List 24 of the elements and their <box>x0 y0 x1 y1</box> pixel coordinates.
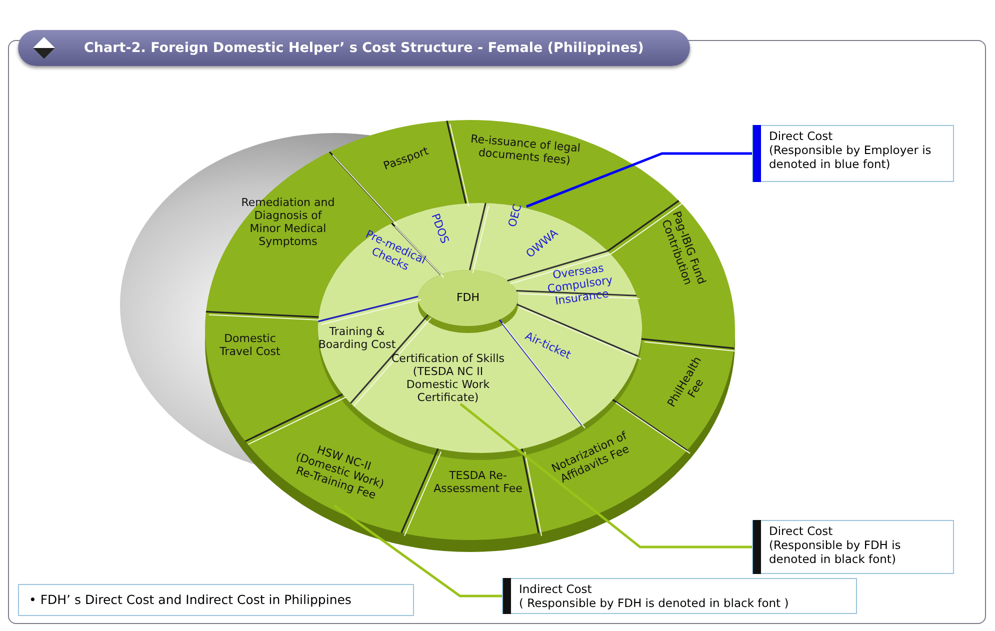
segment-label: Training & Boarding Cost <box>317 325 397 351</box>
segment-label: Re-issuance of legal documents fees) <box>449 130 601 170</box>
segment-label: FDH <box>455 291 481 304</box>
callout-title: Direct Cost <box>769 524 834 538</box>
note-text: • FDH’ s Direct Cost and Indirect Cost in Philippines <box>29 593 352 607</box>
callout-title: Indirect Cost <box>519 582 593 596</box>
segment-label: Certification of Skills (TESDA NC II Domestic Work Certificate) <box>386 352 510 404</box>
segment-label: PDOS <box>427 206 453 250</box>
leader-line <box>333 504 502 598</box>
segment-label: OEC <box>504 194 526 236</box>
segment-label: Overseas Compulsory Insurance <box>532 258 628 310</box>
segment-label: TESDA Re-Assessment Fee <box>428 469 528 495</box>
callout-text: (Responsible by Employer is denoted in blue font) <box>769 143 932 171</box>
callout-text: (Responsible by FDH is denoted in black font) <box>769 538 902 566</box>
callout-box <box>752 520 954 574</box>
leader-line <box>526 152 752 208</box>
callout-box <box>502 578 857 614</box>
leader-line <box>460 403 752 548</box>
note-box <box>18 584 414 616</box>
callout-title: Direct Cost <box>769 129 834 143</box>
callout-box <box>752 125 954 182</box>
title-text: Chart-2. Foreign Domestic Helper’ s Cost Structure - Female (Philippines) <box>84 40 644 56</box>
callout-text: ( Responsible by FDH is denoted in black font ) <box>519 596 790 610</box>
segment-label: Domestic Travel Cost <box>214 332 286 358</box>
